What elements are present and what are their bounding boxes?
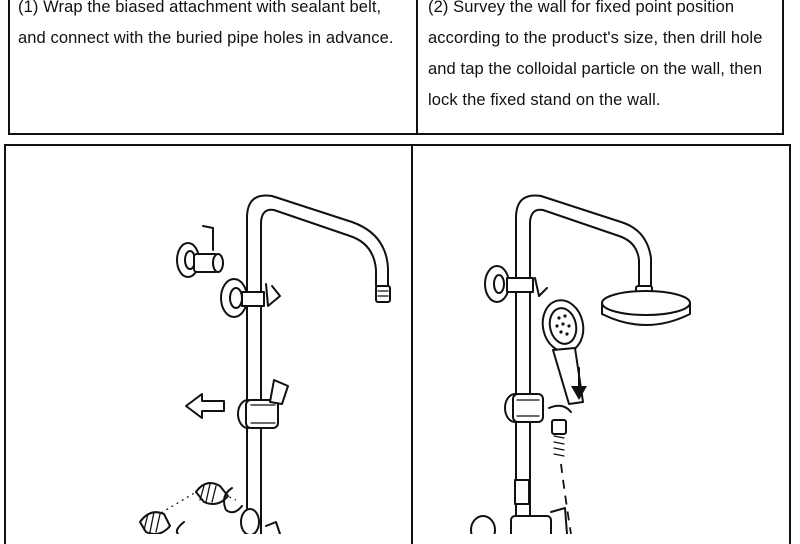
wall-bracket [220,278,281,318]
rain-shower-head [601,285,691,326]
step-1-illustration [139,194,391,534]
down-arrow-head [571,386,587,400]
mixer-body [470,479,568,534]
shower-riser-pipe [246,194,391,534]
slide-holder [504,393,544,423]
slide-holder [237,379,289,429]
step-1-text: (1) Wrap the biased attachment with seal… [18,0,394,47]
step-2-text: (2) Survey the wall for fixed point posi… [428,0,763,109]
wall-bracket [484,265,548,303]
direction-arrow [185,393,225,419]
fixing-bracket-part [176,225,224,278]
shower-riser-pipe [515,194,652,534]
illustration-column-divider [411,144,413,544]
table-column-divider [416,0,418,135]
step-2-illustration [470,194,691,534]
illustration-table [4,144,791,544]
connector-parts [139,482,281,534]
hose-connector [548,404,572,534]
instruction-text-table [8,0,784,135]
